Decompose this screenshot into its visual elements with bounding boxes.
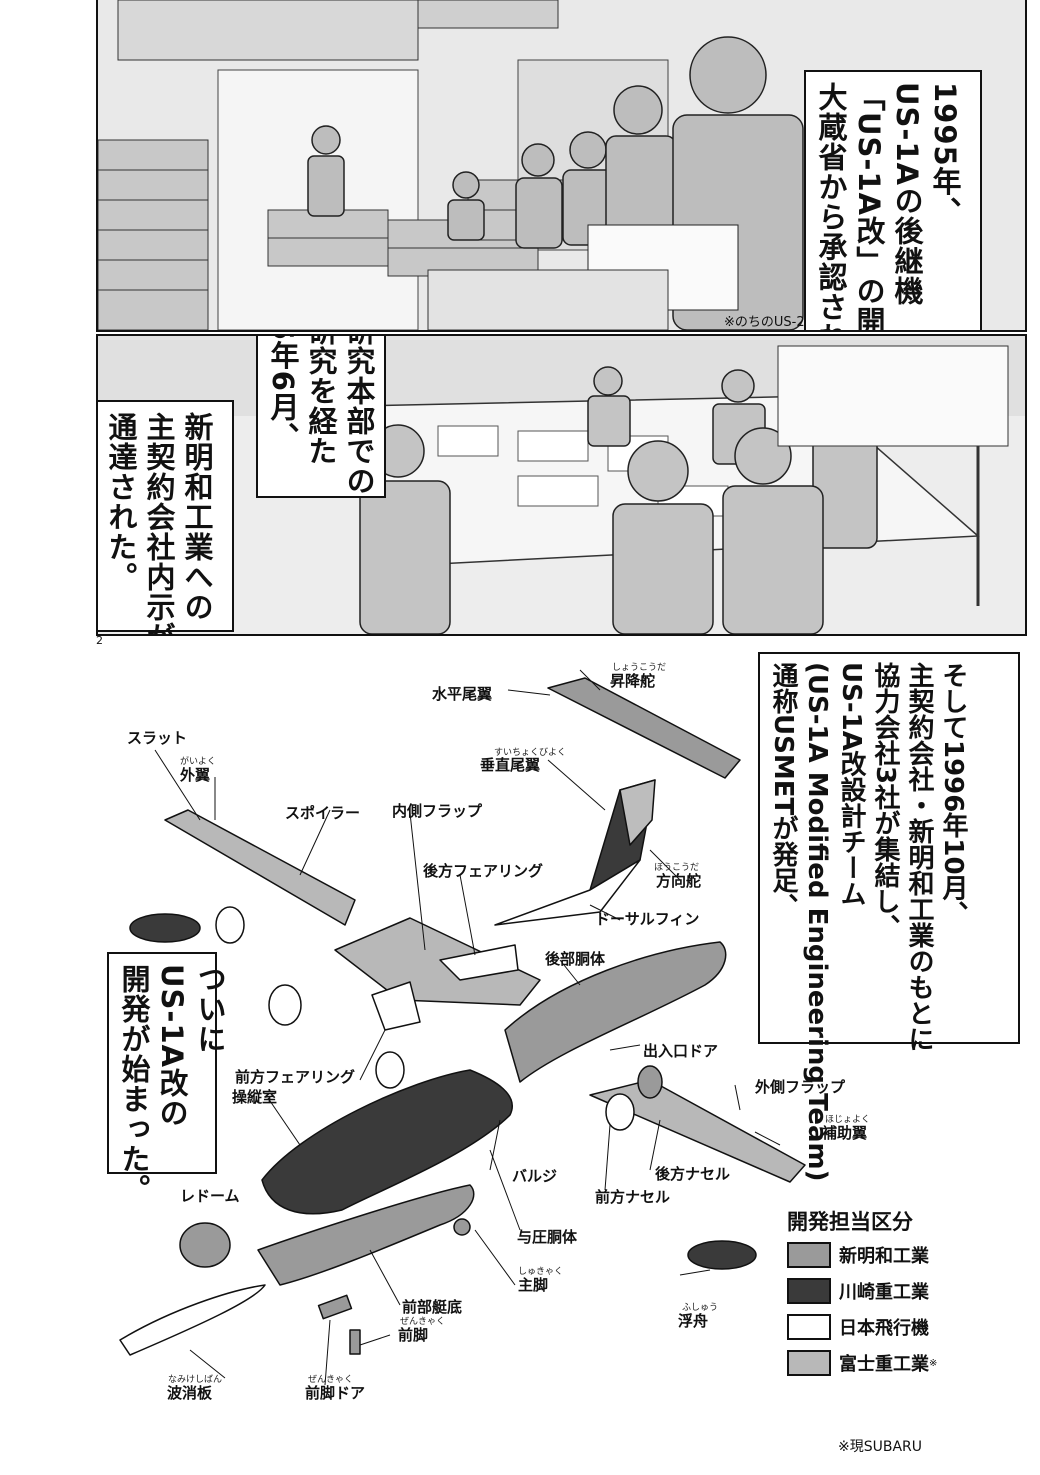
legend-title: 開発担当区分 — [787, 1210, 913, 1234]
label-dorsal-fin: ドーサルフィン — [595, 910, 700, 928]
label-horizontal-stabilizer: 水平尾翼 — [432, 685, 493, 703]
label-slat: スラット — [127, 729, 188, 747]
legend-swatch — [787, 1314, 831, 1340]
ruby-nose-gear: ぜんきゃく — [400, 1317, 446, 1327]
legend-item-nippi: 日本飛行機 — [787, 1314, 929, 1340]
legend-label: 川崎重工業 — [839, 1282, 929, 1303]
meeting-illustration — [98, 336, 1025, 634]
legend-label: 富士重工業 — [839, 1354, 929, 1375]
ruby-rudder: ほうこうだ — [654, 863, 700, 873]
label-cockpit: 操縦室 — [232, 1088, 278, 1106]
ruby-elevator: しょうこうだ — [612, 663, 667, 673]
label-radome: レドーム — [180, 1187, 240, 1205]
label-forward-fairing: 前方フェアリング — [235, 1068, 356, 1086]
label-outer-wing: 外翼 — [180, 766, 211, 784]
caption-development-start: ついに US-1A改の 開発が始まった。 — [107, 952, 227, 1204]
label-inner-flap: 内側フラップ — [392, 802, 483, 820]
caption-contract-text: 新明和工業への 主契約会社内示が 通達された。 — [104, 412, 214, 636]
label-float: 浮舟 — [678, 1312, 709, 1330]
legend-label: 新明和工業 — [839, 1246, 929, 1267]
label-wave-suppressor: 波消板 — [167, 1384, 213, 1402]
caption-usmet-formation: そして1996年10月、 主契約会社・新明和工業のもとに 協力会社3社が集結し、… — [758, 652, 1020, 1182]
label-outer-flap: 外側フラップ — [755, 1078, 846, 1096]
caption-budget-approval: 1995年、 US-1Aの後継機 「US-1A改」の開発予算は 大蔵省から承認さ… — [804, 70, 982, 332]
panel-diagram: 水平尾翼 しょうこうだ 昇降舵 すいちょくびよく 垂直尾翼 ほうこうだ 方向舵 … — [0, 650, 1040, 1475]
legend-swatch — [787, 1278, 831, 1304]
exploded-aircraft-diagram — [119, 669, 806, 1386]
label-aileron: 補助翼 — [822, 1124, 868, 1142]
label-main-gear: 主脚 — [518, 1276, 549, 1294]
label-spoiler: スポイラー — [285, 804, 361, 822]
caption-start-text: ついに US-1A改の 開発が始まった。 — [117, 964, 227, 1204]
legend-swatch — [787, 1350, 831, 1376]
office-illustration — [98, 0, 1025, 330]
ruby-outer-wing: がいよく — [180, 757, 216, 767]
legend-footnote-mark: ※ — [929, 1357, 938, 1369]
panel-office: 1995年、 US-1Aの後継機 「US-1A改」の開発予算は 大蔵省から承認さ… — [96, 0, 1027, 332]
ruby-wave-suppressor: なみけしばん — [168, 1375, 223, 1385]
panel-meeting: 技術研究本部での 部内研究を経た 1996年6月、 新明和工業への 主契約会社内… — [96, 334, 1027, 636]
ruby-float: ふしゅう — [682, 1303, 719, 1313]
label-pressure-fuselage: 与圧胴体 — [517, 1228, 578, 1246]
ruby-aileron: ほじょよく — [825, 1115, 871, 1125]
label-aft-fairing: 後方フェアリング — [423, 862, 544, 880]
footnote-us2: ※のちのUS-2 — [724, 315, 805, 330]
legend-swatch — [787, 1242, 831, 1268]
ruby-main-gear: しゅきゃく — [518, 1267, 564, 1277]
caption-research-text: 技術研究本部での 部内研究を経た 1996年6月、 — [266, 334, 376, 496]
label-rudder: 方向舵 — [656, 872, 702, 890]
legend-item-kawasaki: 川崎重工業 — [787, 1278, 929, 1304]
footnote-subaru: ※現SUBARU — [838, 1439, 923, 1455]
page-number: 2 — [96, 634, 103, 647]
ruby-vertical-stabilizer: すいちょくびよく — [494, 748, 567, 758]
legend-item-shinmaywa: 新明和工業 — [787, 1242, 929, 1268]
caption-budget-text: 1995年、 US-1Aの後継機 「US-1A改」の開発予算は 大蔵省から承認さ… — [814, 82, 962, 332]
label-vertical-stabilizer: 垂直尾翼 — [480, 756, 541, 774]
label-bulge: バルジ — [512, 1167, 558, 1185]
ruby-nose-gear-door: ぜんきゃく — [308, 1375, 354, 1385]
label-aft-nacelle: 後方ナセル — [655, 1165, 731, 1183]
legend-item-fuji: 富士重工業 ※ — [787, 1350, 937, 1376]
label-elevator: 昇降舵 — [610, 672, 656, 690]
label-nose-gear: 前脚 — [398, 1326, 429, 1344]
legend-label: 日本飛行機 — [839, 1318, 929, 1339]
label-forward-nacelle: 前方ナセル — [595, 1188, 671, 1206]
caption-usmet-text: そして1996年10月、 主契約会社・新明和工業のもとに 協力会社3社が集結し、… — [768, 662, 968, 1182]
label-forward-hull: 前部艇底 — [402, 1298, 463, 1316]
caption-internal-research: 技術研究本部での 部内研究を経た 1996年6月、 — [256, 336, 386, 498]
label-aft-fuselage: 後部胴体 — [545, 950, 606, 968]
label-nose-gear-door: 前脚ドア — [305, 1384, 366, 1402]
label-entry-door: 出入口ドア — [643, 1042, 719, 1060]
caption-prime-contract: 新明和工業への 主契約会社内示が 通達された。 — [98, 400, 234, 634]
